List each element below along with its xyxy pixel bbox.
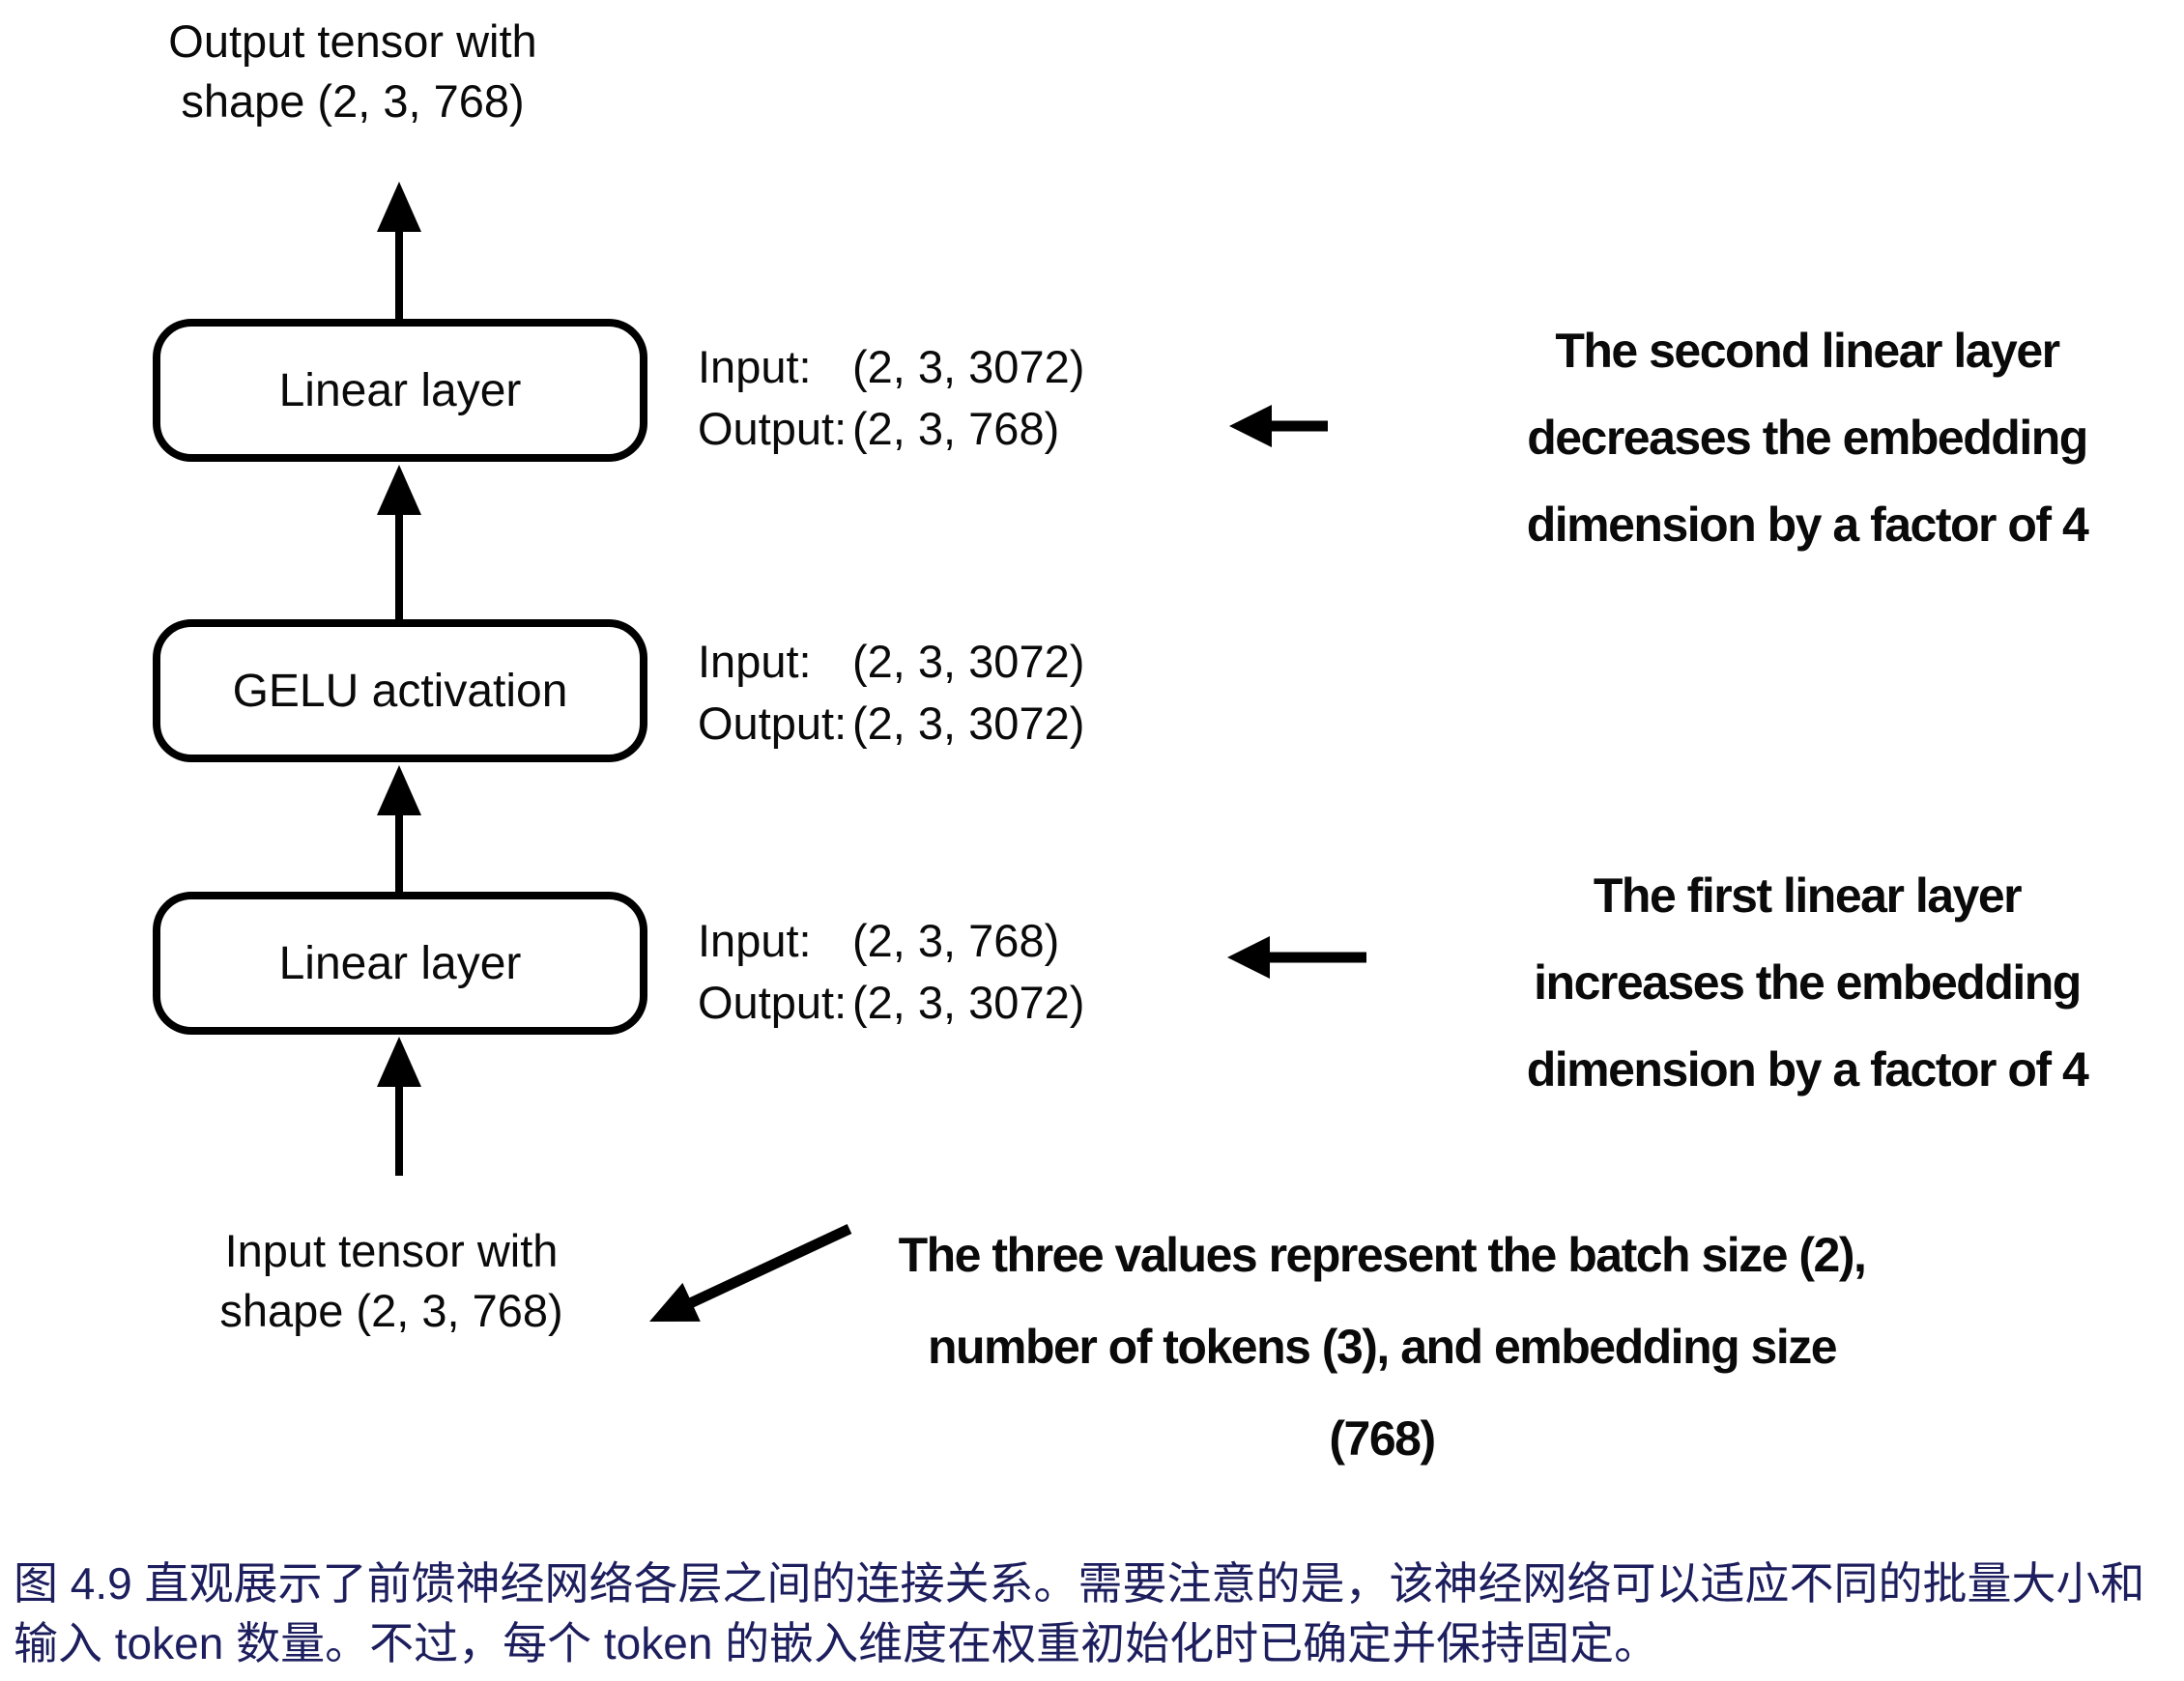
output-value: (2, 3, 3072) — [852, 698, 1085, 749]
annotation-three-values: The three values represent the batch siz… — [763, 1210, 2000, 1485]
diagonal-arrow-input-tensor — [649, 1224, 852, 1322]
annotation-line: The first linear layer — [1593, 869, 2023, 923]
output-value: (2, 3, 3072) — [852, 977, 1085, 1028]
annotation-line: decreases the embedding — [1527, 411, 2088, 465]
up-arrow-input-to-linear1 — [377, 1037, 421, 1176]
box-gelu-activation: GELU activation — [153, 619, 647, 762]
input-value: (2, 3, 768) — [852, 915, 1060, 966]
annotation-line: number of tokens (3), and embedding size — [927, 1320, 1838, 1374]
figure-caption-line1: 图 4.9 直观展示了前馈神经网络各层之间的连接关系。需要注意的是，该神经网络可… — [14, 1558, 2145, 1609]
annotation-line: The second linear layer — [1555, 324, 2060, 378]
output-label: Output: — [698, 698, 848, 749]
annotation-line: (768) — [1329, 1411, 1436, 1466]
figure-caption-line2: 输入 token 数量。不过，每个 token 的嵌入维度在权重初始化时已确定并… — [14, 1618, 1659, 1668]
output-tensor-line1: Output tensor with — [168, 15, 537, 67]
up-arrow-output — [377, 182, 421, 319]
input-value: (2, 3, 3072) — [852, 636, 1085, 687]
io-shapes-linear-top: Input: (2, 3, 3072) Output: (2, 3, 768) — [698, 336, 1084, 460]
input-tensor-label: Input tensor with shape (2, 3, 768) — [174, 1221, 609, 1341]
annotation-line: The three values represent the batch siz… — [898, 1228, 1867, 1282]
annotation-second-linear: The second linear layer decreases the em… — [1440, 307, 2174, 568]
output-value: (2, 3, 768) — [852, 403, 1060, 454]
output-label: Output: — [698, 977, 848, 1028]
figure-caption: 图 4.9 直观展示了前馈神经网络各层之间的连接关系。需要注意的是，该神经网络可… — [14, 1553, 2178, 1673]
up-arrow-linear1-to-gelu — [377, 765, 421, 892]
box-linear-layer-top-label: Linear layer — [278, 364, 522, 416]
io-shapes-gelu: Input: (2, 3, 3072) Output: (2, 3, 3072) — [698, 631, 1084, 755]
annotation-line: dimension by a factor of 4 — [1526, 1042, 2089, 1097]
annotation-first-linear: The first linear layer increases the emb… — [1440, 852, 2174, 1113]
annotation-line: increases the embedding — [1534, 955, 2082, 1010]
input-label: Input: — [698, 915, 812, 966]
input-label: Input: — [698, 636, 812, 687]
input-tensor-line2: shape (2, 3, 768) — [219, 1285, 563, 1336]
output-label: Output: — [698, 403, 848, 454]
box-linear-layer-bottom: Linear layer — [153, 892, 647, 1035]
box-gelu-activation-label: GELU activation — [232, 665, 568, 717]
left-arrow-second-linear — [1229, 405, 1328, 447]
left-arrow-first-linear — [1227, 936, 1366, 979]
input-tensor-line1: Input tensor with — [224, 1225, 559, 1276]
input-value: (2, 3, 3072) — [852, 341, 1085, 392]
box-linear-layer-top: Linear layer — [153, 319, 647, 462]
output-tensor-line2: shape (2, 3, 768) — [181, 75, 525, 127]
up-arrow-gelu-to-linear2 — [377, 465, 421, 619]
output-tensor-label: Output tensor with shape (2, 3, 768) — [63, 12, 643, 131]
annotation-line: dimension by a factor of 4 — [1526, 498, 2089, 552]
input-label: Input: — [698, 341, 812, 392]
box-linear-layer-bottom-label: Linear layer — [278, 937, 522, 989]
io-shapes-linear-bottom: Input: (2, 3, 768) Output: (2, 3, 3072) — [698, 910, 1084, 1034]
